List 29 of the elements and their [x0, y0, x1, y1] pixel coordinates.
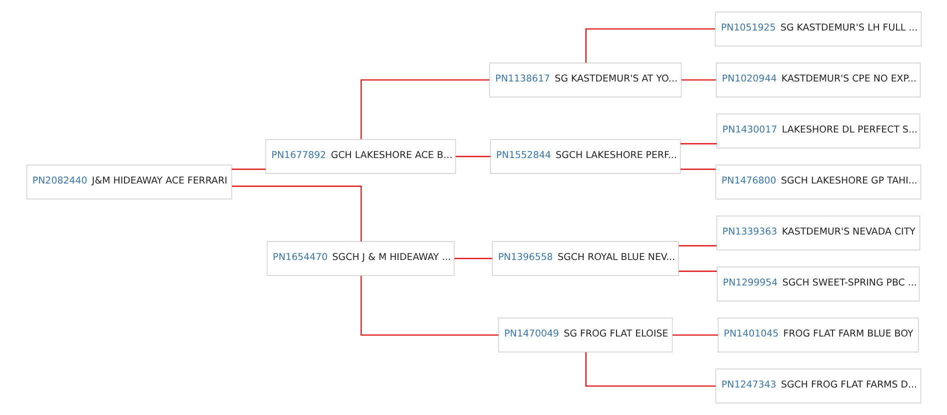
- node-box: PN1247343 SGCH FROG FLAT FARMS D...: [714, 368, 921, 404]
- connector: [672, 334, 718, 336]
- node-box: PN1476800 SGCH LAKESHORE GP TAHI...: [714, 164, 921, 200]
- node-box: PN1552844 SGCH LAKESHORE PERF...: [490, 139, 680, 174]
- connector: [680, 143, 716, 144]
- connector: [584, 352, 716, 387]
- connector: [681, 79, 716, 81]
- node-box: PN1430017 LAKESHORE DL PERFECT S...: [716, 114, 920, 148]
- connector: [360, 276, 498, 336]
- node-box: PN1020944 KASTDEMUR'S CPE NO EXP...: [715, 62, 920, 98]
- node-box: PN1138617 SG KASTDEMUR'S AT YO...: [488, 62, 682, 98]
- connector: [231, 186, 362, 242]
- node-box: PN1299954 SGCH SWEET-SPRING PBC ...: [716, 266, 920, 302]
- connector: [680, 168, 716, 170]
- node-box: PN2082440 J&M HIDEAWAY ACE FERRARI: [26, 164, 232, 200]
- connector: [584, 28, 714, 63]
- node-box: PN1051925 SG KASTDEMUR'S LH FULL ...: [714, 12, 922, 46]
- node-box: PN1339363 KASTDEMUR'S NEVADA CITY: [716, 216, 920, 250]
- connector: [360, 79, 489, 140]
- node-box: PN1401045 FROG FLAT FARM BLUE BOY: [717, 318, 918, 352]
- node-box: PN1654470 SGCH J & M HIDEAWAY ...: [266, 241, 454, 276]
- connector: [678, 245, 716, 246]
- connector: [455, 156, 490, 158]
- node-box: PN1396558 SGCH ROYAL BLUE NEV...: [491, 241, 678, 276]
- connector: [231, 168, 266, 170]
- node-box: PN1470049 SG FROG FLAT ELOISE: [498, 318, 672, 352]
- connector: [678, 270, 716, 272]
- connector: [454, 258, 492, 260]
- node-box: PN1677892 GCH LAKESHORE ACE B...: [264, 139, 456, 174]
